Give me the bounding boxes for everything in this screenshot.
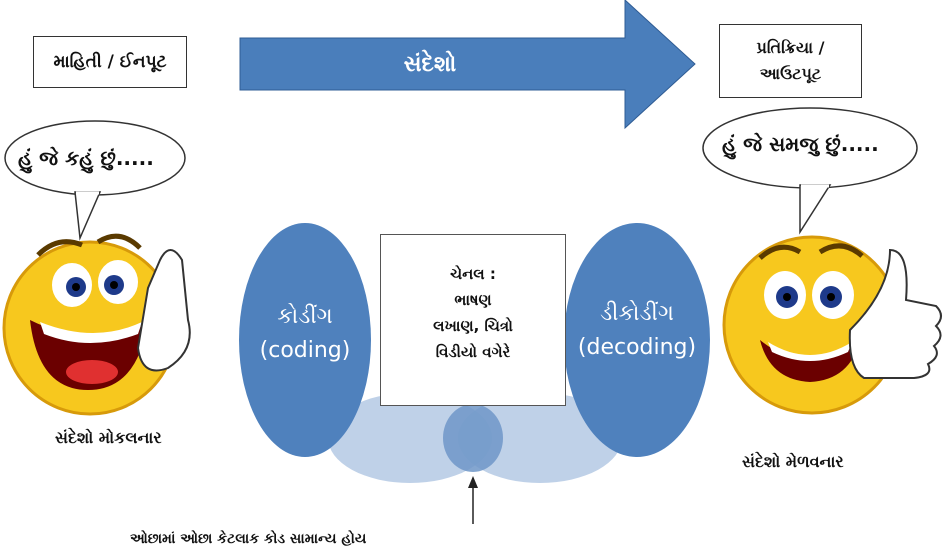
sender-speech-bubble bbox=[4, 120, 186, 241]
channel-box: ચેનલ : ભાષણ લખાણ, ચિત્રો વિડીયો વગેરે bbox=[380, 234, 566, 406]
coding-ellipse bbox=[239, 223, 371, 457]
receiver-speech-bubble bbox=[702, 107, 918, 235]
messages-arrow bbox=[239, 0, 696, 130]
receiver-speech-text: હું જે સમજુ છું..... bbox=[722, 132, 879, 156]
channel-item-writing: લખાણ, ચિત્રો bbox=[433, 317, 513, 335]
channel-title: ચેનલ : bbox=[450, 265, 496, 283]
bottom-pointer-arrow bbox=[468, 476, 478, 524]
channel-item-speech: ભાષણ bbox=[454, 291, 492, 309]
messages-arrow-label: સંદેશો bbox=[403, 51, 457, 77]
sender-speech-text: હું જે કહું છું..... bbox=[18, 146, 154, 170]
decoding-label-english: (decoding) bbox=[577, 335, 697, 360]
common-codes-note: ઓછામાં ઓછા કેટલાક કોડ સામાન્ય હોય bbox=[130, 531, 367, 547]
coding-label-english: (coding) bbox=[259, 338, 351, 363]
decoding-label: ડીકોડીંગ (decoding) bbox=[562, 297, 712, 365]
decoding-label-gujarati: ડીકોડીંગ bbox=[600, 301, 674, 326]
common-codes-right-ellipse bbox=[458, 393, 622, 483]
input-box: માહિતી / ઈનપૂટ bbox=[33, 36, 187, 88]
sender-label: સંદેશો મોકલનાર bbox=[55, 428, 162, 447]
output-box-line1: પ્રતિક્રિયા / bbox=[756, 38, 825, 57]
coding-label-gujarati: કોડીંગ bbox=[277, 304, 333, 329]
receiver-smiley-icon bbox=[722, 235, 942, 415]
channel-item-video: વિડીયો વગેરે bbox=[435, 343, 511, 361]
output-box-line2: આઉટપૂટ bbox=[759, 64, 822, 83]
receiver-label: સંદેશો મેળવનાર bbox=[742, 452, 844, 471]
output-box: પ્રતિક્રિયા / આઉટપૂટ bbox=[719, 24, 862, 98]
common-codes-overlap bbox=[443, 404, 503, 472]
coding-label: કોડીંગ (coding) bbox=[250, 300, 360, 368]
decoding-ellipse bbox=[564, 223, 710, 457]
sender-smiley-icon bbox=[2, 233, 191, 416]
